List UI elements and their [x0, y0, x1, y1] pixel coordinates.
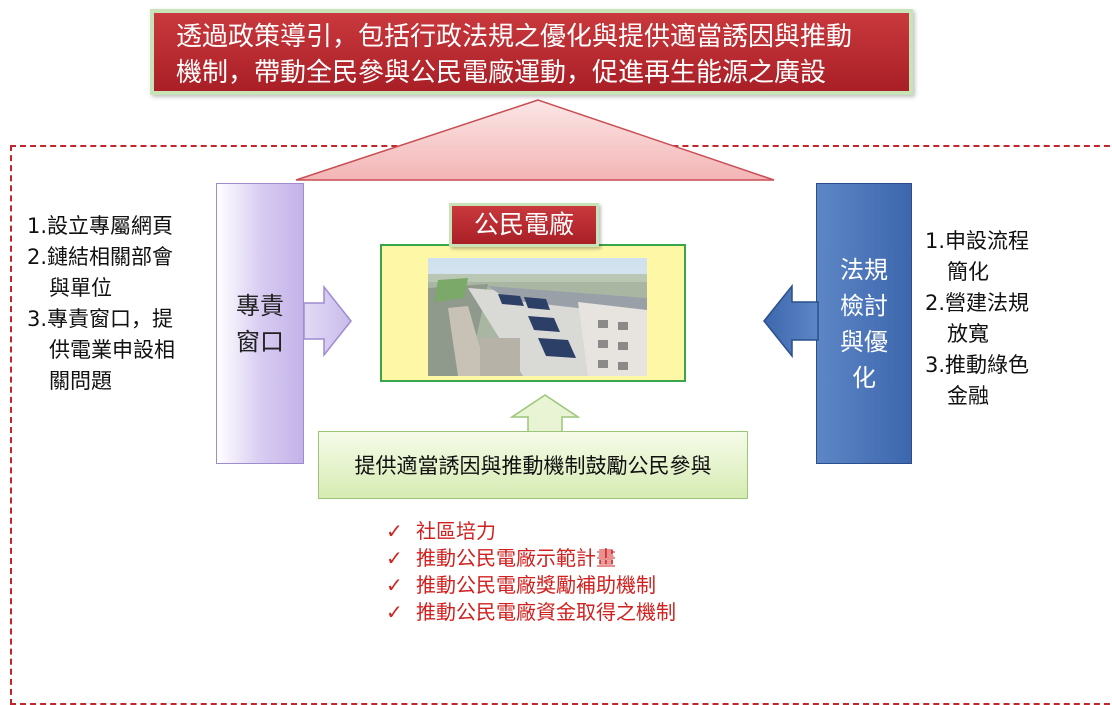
list-item: ✓ 推動公民電廠資金取得之機制: [386, 599, 676, 626]
list-item: 供電業申設相: [49, 338, 175, 362]
list-item: 關問題: [49, 369, 112, 393]
list-item: 3.專責窗口，提: [27, 307, 174, 331]
banner-line-2: 機制，帶動全民參與公民電廠運動，促進再生能源之廣設: [176, 58, 827, 88]
list-item: 1.設立專屬網頁: [27, 214, 174, 238]
list-item: 2.營建法規: [925, 291, 1030, 315]
solar-rooftop-photo: [428, 258, 647, 376]
regulation-review-box: 法規 檢討 與優 化: [816, 183, 912, 464]
check-icon: ✓: [386, 573, 403, 597]
banner-line-1: 透過政策導引，包括行政法規之優化與提供適當誘因與推動: [176, 22, 853, 52]
right-bar-line-4: 化: [852, 363, 876, 392]
policy-banner: 透過政策導引，包括行政法規之優化與提供適當誘因與推動 機制，帶動全民參與公民電廠…: [150, 9, 913, 95]
list-item: ✓ 社區培力: [386, 518, 676, 545]
right-arrow-icon: [303, 285, 352, 357]
list-item: 2.鏈結相關部會: [27, 245, 174, 269]
check-label: 推動公民電廠資金取得之機制: [416, 600, 676, 624]
check-list: ✓ 社區培力 ✓ 推動公民電廠示範計畫 ✓ 推動公民電廠獎勵補助機制 ✓ 推動公民電廠資…: [386, 518, 676, 626]
list-item: ✓ 推動公民電廠獎勵補助機制: [386, 572, 676, 599]
list-item: 放寬: [947, 322, 989, 346]
roof-triangle: [295, 99, 775, 181]
center-title: 公民電廠: [449, 203, 599, 247]
left-bar-line-2: 窗口: [236, 327, 284, 356]
check-label: 推動公民電廠示範計畫: [416, 546, 616, 570]
check-label: 推動公民電廠獎勵補助機制: [416, 573, 656, 597]
check-icon: ✓: [386, 519, 403, 543]
left-bar-line-1: 專責: [236, 291, 284, 320]
list-item: 金融: [947, 384, 989, 408]
up-arrow-icon: [510, 394, 580, 434]
list-item: 簡化: [947, 260, 989, 284]
right-list: 1.申設流程 簡化 2.營建法規 放寬 3.推動綠色 金融: [925, 226, 1029, 412]
left-arrow-icon: [763, 284, 819, 358]
list-item: 1.申設流程: [925, 229, 1030, 253]
check-icon: ✓: [386, 546, 403, 570]
check-icon: ✓: [386, 600, 403, 624]
list-item: 3.推動綠色: [925, 353, 1030, 377]
list-item: 與單位: [49, 276, 112, 300]
dedicated-window-box: 專責 窗口: [216, 183, 304, 464]
left-list: 1.設立專屬網頁 2.鏈結相關部會 與單位 3.專責窗口，提 供電業申設相 關問…: [27, 211, 175, 397]
incentive-box: 提供適當誘因與推動機制鼓勵公民參與: [318, 431, 748, 499]
check-label: 社區培力: [416, 519, 496, 543]
right-bar-line-3: 與優: [840, 327, 888, 356]
list-item: ✓ 推動公民電廠示範計畫: [386, 545, 676, 572]
right-bar-line-1: 法規: [840, 255, 888, 284]
right-bar-line-2: 檢討: [840, 291, 888, 320]
